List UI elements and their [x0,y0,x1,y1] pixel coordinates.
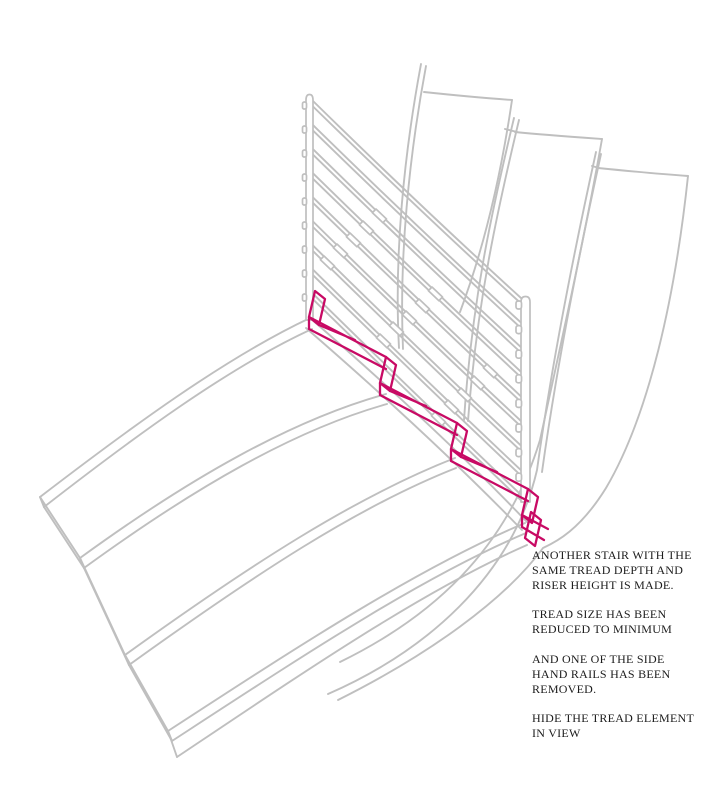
annotation-line: ANOTHER STAIR WITH THE [532,548,692,562]
rail-8 [312,268,522,477]
stair-step-2 [79,393,388,569]
step-2-nosing [83,403,388,569]
min-tread-2 [378,381,459,437]
sleeve [414,298,431,314]
sleeve [443,399,460,415]
rail-sleeve-connectors [319,208,499,427]
min-riser-plate-4 [520,487,540,525]
right-post-knob [515,300,523,310]
sleeve [401,310,418,326]
sleeve [358,220,375,236]
sleeve [371,208,388,224]
annotation-line: HAND RAILS HAS BEEN [532,666,671,681]
rail-3 [312,148,522,354]
riser-panels [327,63,689,701]
annotation-line: TREAD SIZE HAS BEEN [532,607,667,622]
left-post-knob [301,149,308,158]
step-1-front-edge [39,317,311,498]
annotation-line: HIDE THE TREAD ELEMENT [532,711,695,726]
lattice-right-post [515,295,531,503]
step-4-front-edge [167,522,526,732]
step-2-front-edge [79,393,387,559]
annotation-line: SAME TREAD DEPTH AND [532,562,684,577]
annotation-paragraph-4: HIDE THE TREAD ELEMENT IN VIEW [532,711,712,741]
sleeve [427,286,444,302]
panel-3 [327,151,689,701]
sleeve [388,321,405,337]
annotation-paragraph-2: TREAD SIZE HAS BEEN REDUCED TO MINIMUM [532,607,712,637]
panel-3-top-edge [597,167,689,177]
left-post-knob [301,173,308,182]
panel-2-left-edge [463,117,515,421]
panel-1-left-edge [396,63,422,349]
sleeve [345,232,362,248]
rail-2 [312,124,522,330]
right-post-knob [515,349,523,360]
right-post-knob [515,373,523,384]
left-post-knob [301,245,308,254]
sleeve [319,255,336,271]
rail-4 [312,172,522,379]
right-post-knob [515,447,523,458]
left-post-knob [301,125,308,134]
left-post-knob [301,293,308,302]
panel-2-top-edge [514,131,603,140]
left-post-knob [301,101,308,110]
panel-3-left-edge [327,151,597,695]
annotation-line: IN VIEW [532,726,581,741]
step-1-nosing [43,328,313,508]
annotation-line: REMOVED. [532,681,597,696]
sleeve [469,375,486,391]
min-tread-1 [307,315,388,371]
inner-stringer-arc [305,317,528,531]
left-post-body [305,93,314,321]
wide-stair [39,317,528,758]
step-3-nosing [128,467,457,666]
right-post-body [520,295,531,503]
handrail-lattice [301,93,531,503]
minimal-treads-highlight [307,289,550,548]
annotation-line: RISER HEIGHT IS MADE. [532,577,674,592]
step-4-nosing [171,532,527,742]
right-post-knob [515,398,523,409]
lattice-left-post [301,93,314,321]
rail-7 [312,244,522,453]
step-4-left-cap [167,730,178,758]
sleeve [482,363,499,379]
rail-1 [312,100,522,305]
min-tread-4-stub [520,510,550,548]
annotation-paragraph-1: ANOTHER STAIR WITH THE SAME TREAD DEPTH … [532,548,712,592]
step-3-front-edge [124,457,456,656]
right-post-knob [515,423,523,433]
panel-3-right-edge [337,175,689,701]
riser-face-3 [124,654,173,742]
annotation-paragraph-3: AND ONE OF THE SIDE HAND RAILS HAS BEEN … [532,652,712,696]
left-post-knob [301,197,308,206]
panel-1-top-edge [423,91,513,101]
sleeve [332,243,349,259]
sleeve [375,333,392,349]
left-post-knob [301,269,308,278]
left-post-knob [301,221,308,230]
panel-3-left-edge-inner [541,153,602,473]
right-post-knob [515,324,523,335]
step-4-bottom-edge [176,544,528,758]
min-tread-3 [449,447,530,503]
right-post-knob [515,472,523,483]
riser-face-1 [39,496,85,569]
sleeve [430,411,447,427]
riser-face-2 [79,557,130,666]
stair-step-1 [39,317,313,508]
annotation-text: ANOTHER STAIR WITH THE SAME TREAD DEPTH … [532,548,712,756]
panel-1-right-edge [459,99,513,313]
stair-step-4 [167,522,528,758]
min-riser-plate-5 [523,510,543,548]
annotation-line: REDUCED TO MINIMUM [532,622,673,637]
annotation-line: AND ONE OF THE SIDE [532,651,665,666]
stair-step-3 [124,457,457,666]
sleeve [456,387,473,403]
